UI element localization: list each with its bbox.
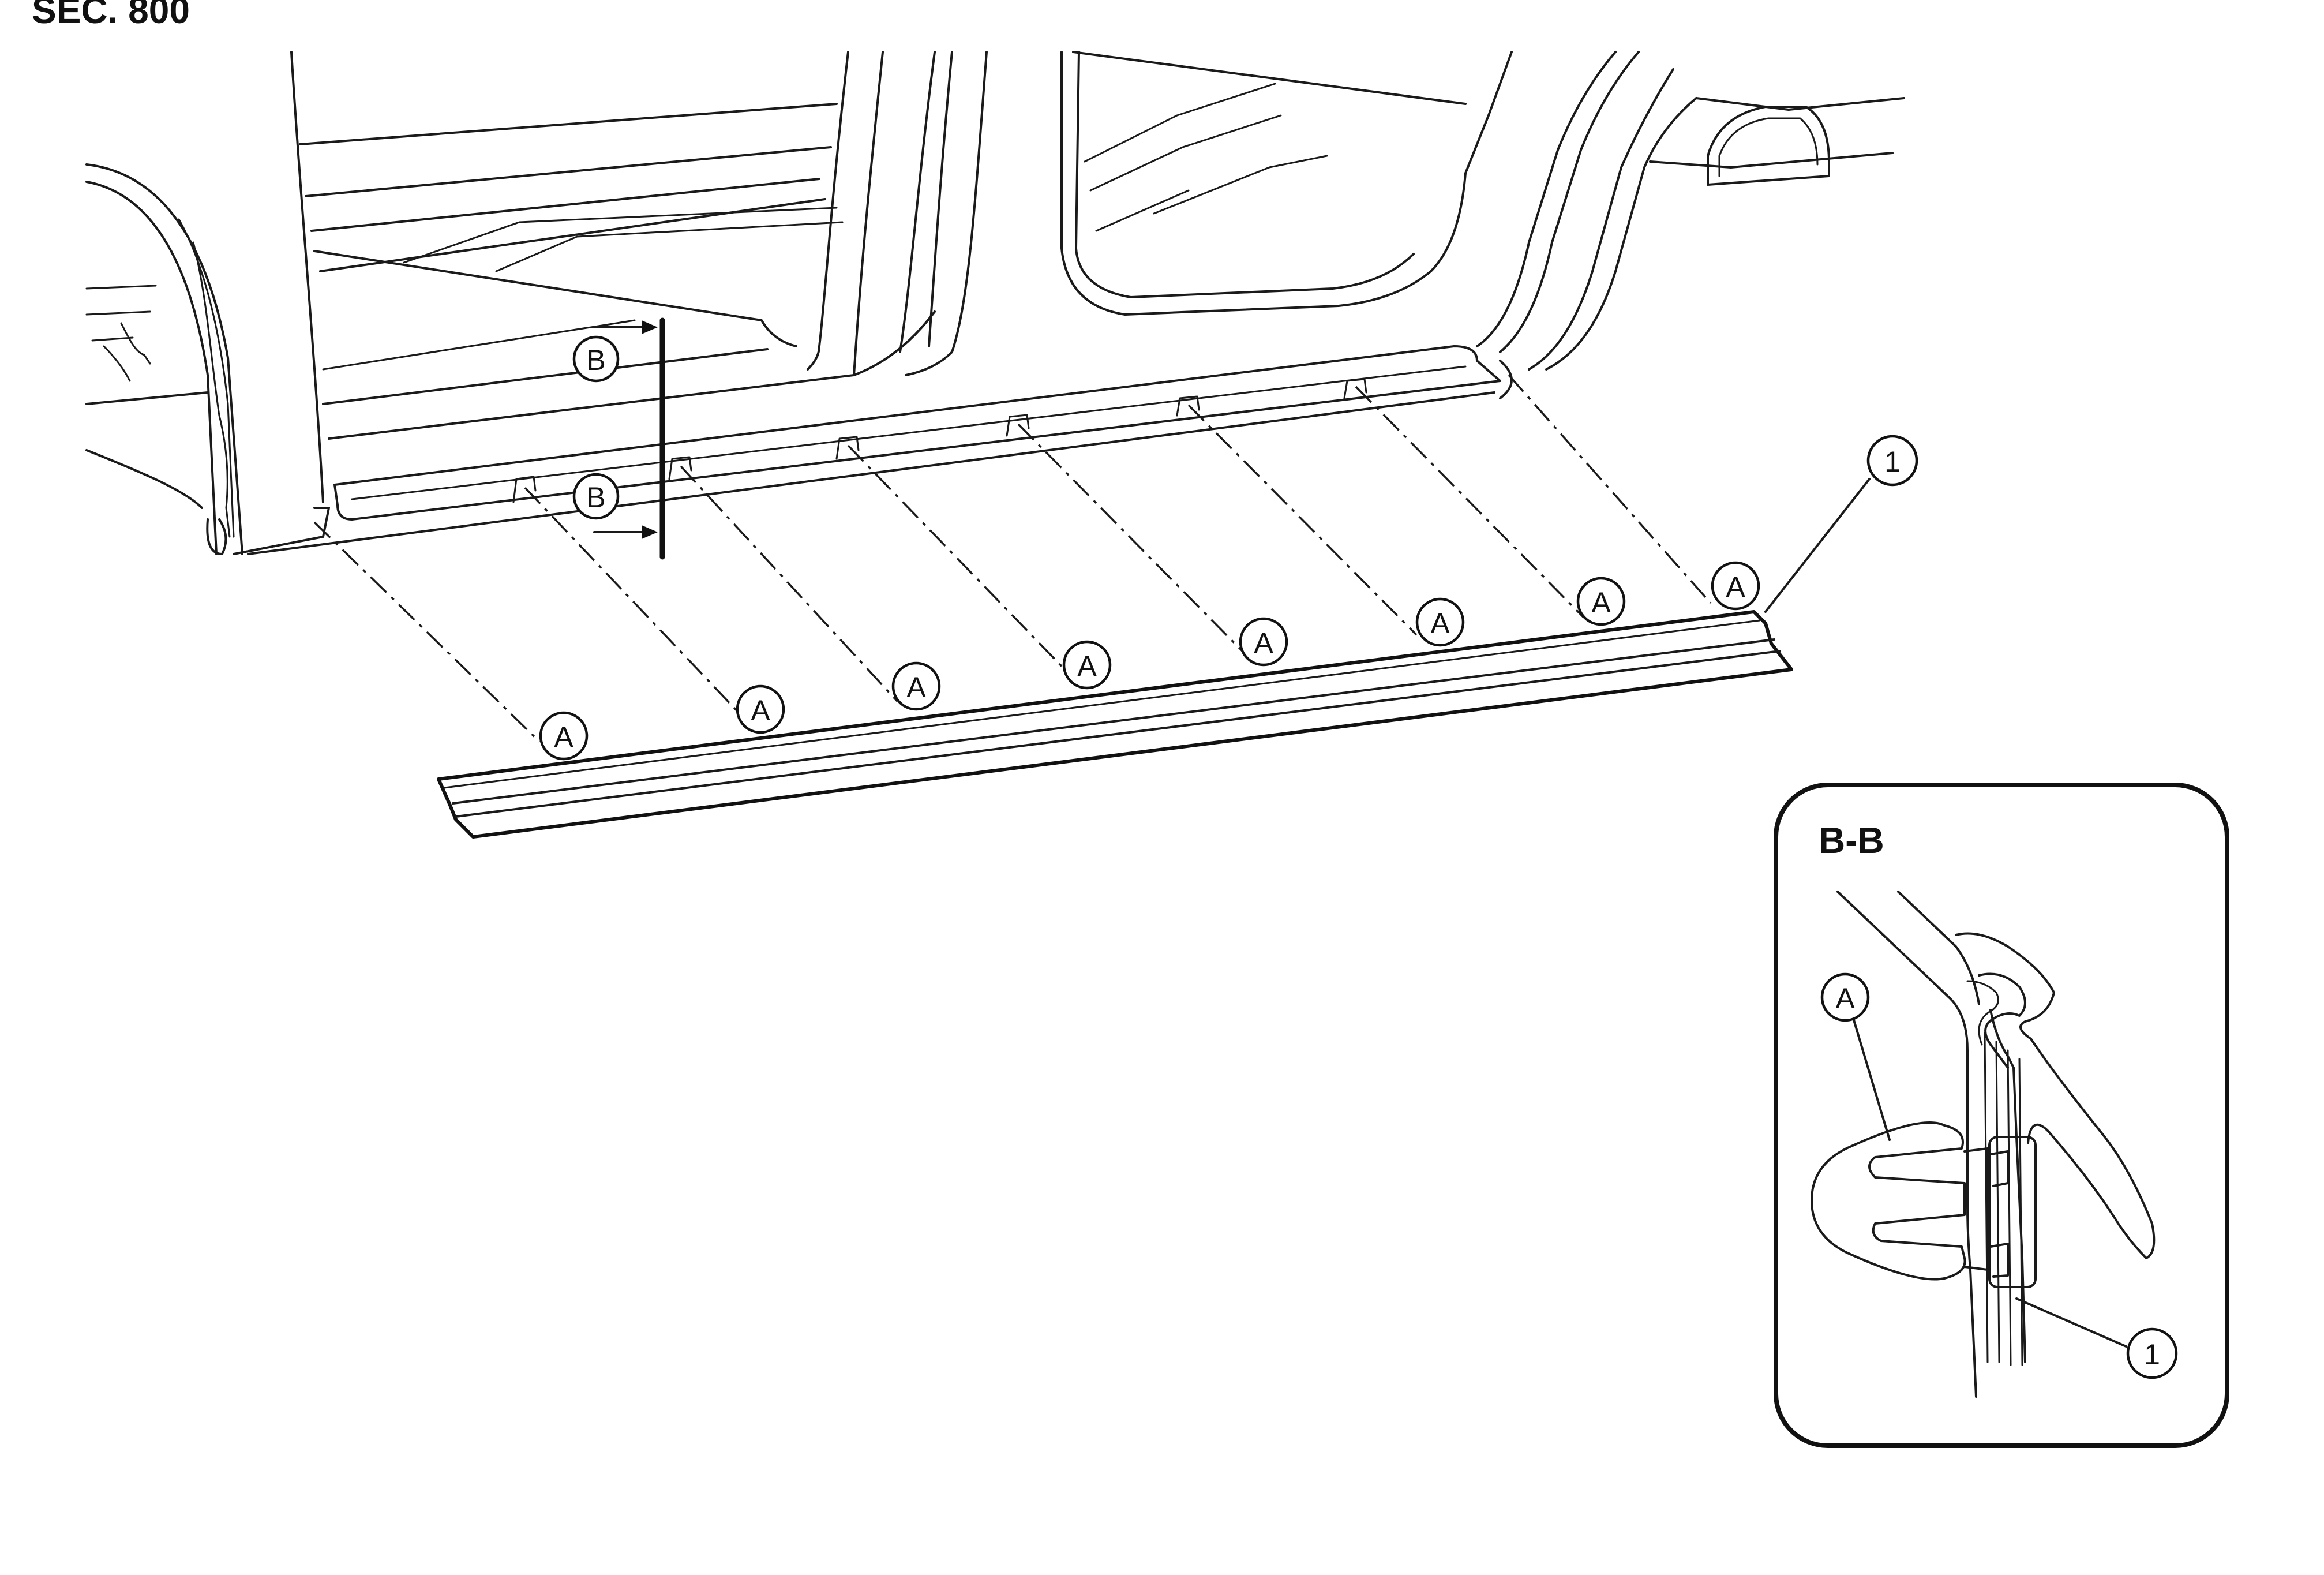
clip-alignment-lines: [313, 374, 1712, 743]
section-cut-line: [593, 317, 665, 560]
clip-callout-a-2: A: [736, 684, 785, 734]
section-code: SEC. 800: [32, 0, 190, 31]
clip-callout-a-1: A: [539, 711, 589, 761]
detail-view-panel: B-B: [1774, 783, 2229, 1448]
clip-callout-a-6: A: [1415, 597, 1465, 647]
svg-text:A: A: [1254, 627, 1273, 659]
svg-text:A: A: [906, 671, 926, 704]
svg-text:1: 1: [2144, 1338, 2160, 1371]
side-sill-molding: [437, 610, 1793, 839]
svg-text:B: B: [586, 344, 605, 376]
svg-text:1: 1: [1884, 446, 1901, 478]
clip-callout-a-4: A: [1062, 640, 1112, 690]
clip-callout-a-7: A: [1576, 577, 1626, 626]
svg-text:A: A: [1591, 586, 1611, 619]
section-callout-b-upper: B: [572, 335, 620, 383]
svg-text:A: A: [1835, 982, 1855, 1015]
section-callout-b-lower: B: [572, 473, 620, 520]
vehicle-body-outline: [85, 51, 1905, 555]
detail-callout-a: A: [1820, 972, 1870, 1022]
clip-callout-a-5: A: [1239, 617, 1288, 667]
detail-view-title: B-B: [1819, 820, 1884, 861]
clip-callout-a-8: A: [1711, 561, 1760, 611]
svg-text:A: A: [751, 694, 770, 727]
svg-text:A: A: [1726, 571, 1745, 603]
part-callout-1: 1: [1764, 435, 1918, 613]
svg-text:B: B: [586, 481, 605, 514]
svg-text:A: A: [554, 721, 573, 753]
svg-text:A: A: [1077, 650, 1097, 682]
clip-callout-a-3: A: [891, 661, 941, 711]
detail-callout-1: 1: [2126, 1327, 2178, 1379]
svg-text:A: A: [1430, 607, 1450, 639]
